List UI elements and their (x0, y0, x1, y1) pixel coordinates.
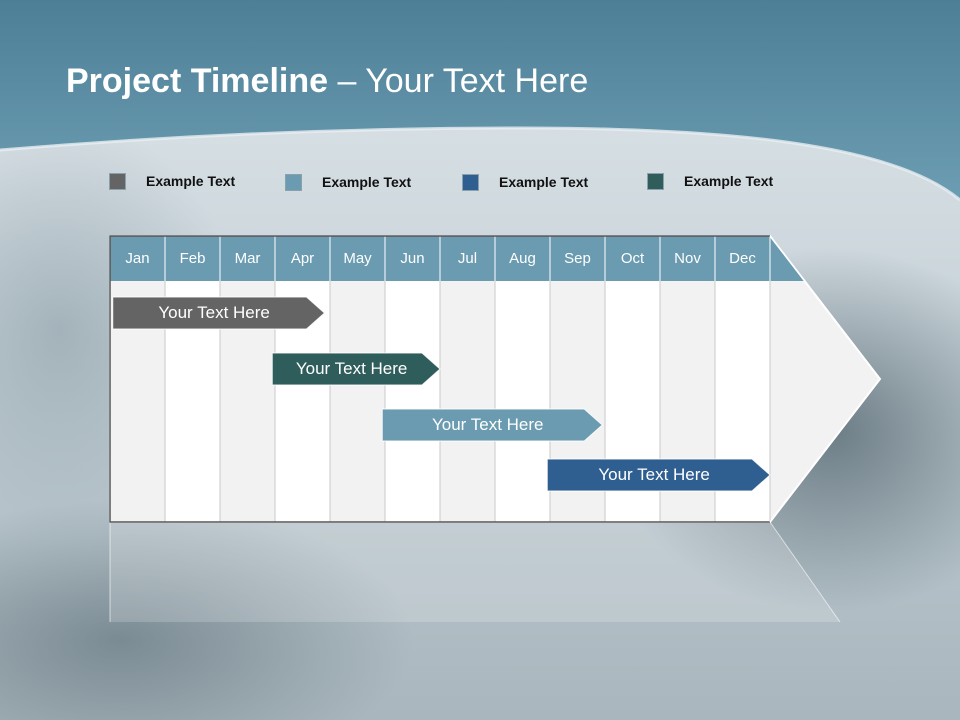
reflection-edge (769, 521, 841, 623)
month-label: Aug (509, 250, 536, 267)
month-column (385, 281, 440, 522)
month-label: Feb (179, 250, 206, 267)
legend-label: Example Text (146, 173, 236, 189)
arrow-outline (769, 235, 881, 523)
chart-reflection (110, 522, 840, 622)
task-label: Your Text Here (598, 465, 710, 484)
legend-label: Example Text (499, 174, 589, 190)
title-strong: Project Timeline (66, 62, 329, 100)
task-bar (381, 408, 604, 442)
month-label: Sep (564, 250, 591, 267)
month-label: Oct (620, 250, 645, 267)
month-header-strip (110, 236, 805, 281)
legend-swatch (462, 173, 479, 191)
month-column (495, 281, 550, 522)
page-title: Project Timeline – Your Text Here (66, 58, 588, 104)
task-label: Your Text Here (431, 415, 544, 434)
month-column (440, 281, 495, 522)
legend-item: Example Text (109, 170, 235, 192)
task-bar (112, 296, 326, 330)
month-label: Nov (674, 250, 701, 267)
legend-item: Example Text (285, 171, 411, 193)
month-column (330, 281, 385, 522)
legend-swatch (285, 173, 302, 191)
month-label: May (343, 250, 372, 267)
task-bar (271, 352, 441, 386)
month-label: Apr (290, 250, 315, 267)
task-label: Your Text Here (295, 359, 408, 378)
legend-label: Example Text (684, 173, 774, 189)
title-light: – Your Text Here (328, 62, 589, 100)
legend-item: Example Text (647, 170, 773, 192)
legend-swatch (109, 172, 126, 190)
month-label: Mar (234, 250, 261, 267)
task-label: Your Text Here (158, 303, 270, 322)
month-label: Jul (457, 250, 478, 267)
month-label: Dec (729, 250, 756, 267)
month-label: Jun (400, 250, 425, 267)
legend-item: Example Text (462, 171, 588, 193)
legend-label: Example Text (322, 174, 412, 190)
month-label: Jan (125, 250, 150, 267)
header-band (0, 0, 960, 202)
legend-swatch (647, 172, 664, 190)
chart-outline (109, 235, 770, 523)
task-bar (546, 458, 771, 492)
